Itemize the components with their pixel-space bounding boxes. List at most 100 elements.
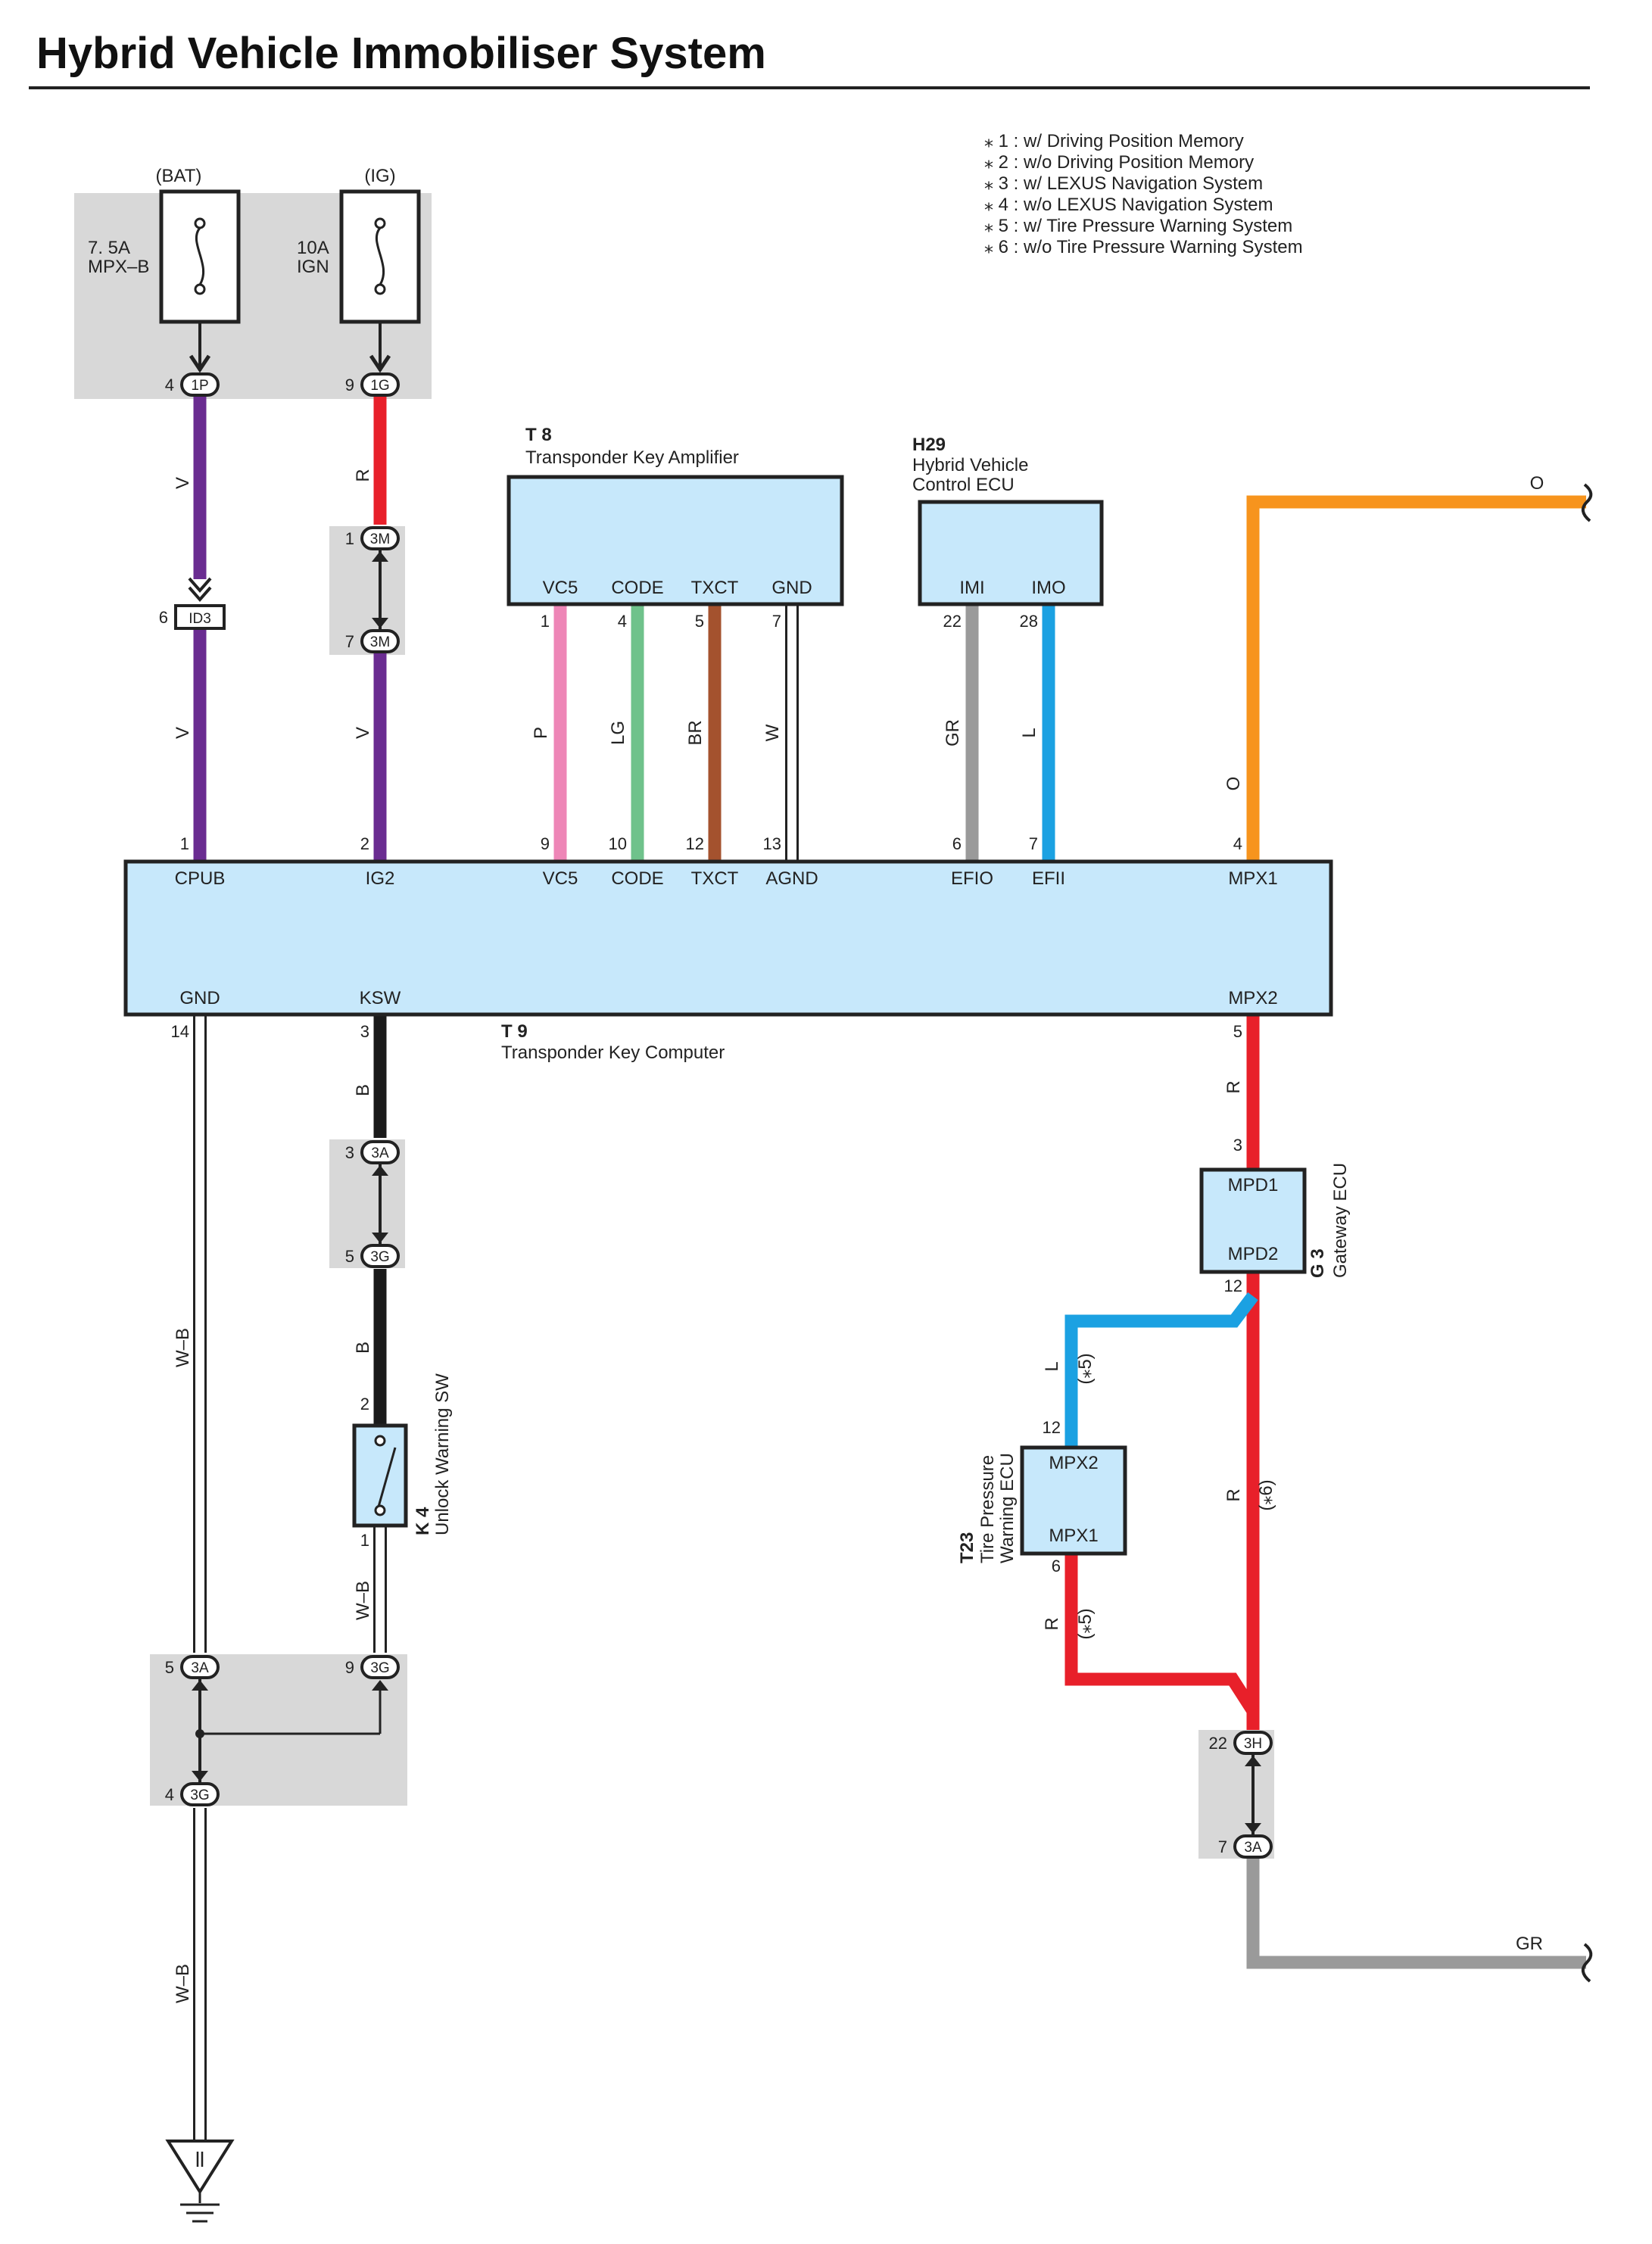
- svg-text:12: 12: [686, 834, 704, 853]
- g3-pin-mpd1: MPD1: [1228, 1175, 1279, 1195]
- t23-name-1: Tire Pressure: [977, 1455, 998, 1563]
- svg-text:1: 1: [360, 1531, 369, 1550]
- connector-3h: 3H: [1233, 1731, 1273, 1755]
- svg-text:5: 5: [1233, 1022, 1242, 1041]
- svg-text:5: 5: [345, 1247, 354, 1266]
- svg-text:3M: 3M: [370, 531, 390, 547]
- t9-pin-ig2: IG2: [366, 868, 395, 889]
- svg-text:BR: BR: [685, 720, 706, 745]
- fuse-ign-rating: 10A: [297, 238, 329, 258]
- svg-text:4: 4: [1233, 834, 1242, 853]
- k4-unlock-warning-switch: [352, 1423, 408, 1528]
- svg-text:3H: 3H: [1244, 1736, 1262, 1752]
- t8-pin-vc5: VC5: [543, 578, 578, 598]
- h29-name-2: Control ECU: [912, 475, 1015, 495]
- svg-text:10: 10: [609, 834, 627, 853]
- svg-text:22: 22: [943, 612, 962, 631]
- svg-text:ID3: ID3: [189, 611, 211, 627]
- junction-ksw-arrows: [372, 1163, 388, 1245]
- fuse-ign-name: IGN: [297, 257, 329, 277]
- svg-text:5: 5: [165, 1658, 174, 1677]
- svg-text:(⁎5): (⁎5): [1075, 1353, 1096, 1384]
- svg-text:14: 14: [171, 1022, 189, 1041]
- fuse-mpxb: [159, 189, 241, 324]
- svg-text:9: 9: [345, 1658, 354, 1677]
- svg-text:P: P: [531, 727, 551, 739]
- svg-text:6: 6: [952, 834, 962, 853]
- t8-transponder-key-amplifier: [507, 475, 844, 606]
- svg-text:W–B: W–B: [173, 1328, 193, 1367]
- svg-text:3G: 3G: [370, 1249, 389, 1265]
- t23-name-2: Warning ECU: [997, 1453, 1018, 1563]
- t9-name: Transponder Key Computer: [501, 1043, 725, 1063]
- page-title: Hybrid Vehicle Immobiliser System: [36, 29, 766, 78]
- k4-code: K 4: [413, 1507, 433, 1535]
- svg-text:12: 12: [1043, 1418, 1061, 1437]
- wire-break-gr: [1581, 1943, 1593, 1983]
- svg-text:6: 6: [1052, 1557, 1061, 1575]
- svg-text:L: L: [1042, 1361, 1062, 1371]
- svg-text:4: 4: [165, 376, 174, 394]
- junction-ground-bg: [150, 1654, 407, 1806]
- svg-text:W: W: [762, 724, 783, 741]
- fuse-mpxb-rating: 7. 5A: [88, 238, 130, 258]
- id3-arrow: [188, 577, 212, 603]
- h29-code: H29: [912, 435, 946, 455]
- connector-1p: 1P: [180, 372, 220, 397]
- connector-3g-ground-bottom: 3G: [180, 1782, 220, 1806]
- wire-break-o: [1581, 483, 1593, 522]
- svg-text:1: 1: [345, 529, 354, 548]
- svg-text:2: 2: [360, 1395, 369, 1413]
- svg-text:12: 12: [1224, 1276, 1242, 1295]
- t8-pin-code: CODE: [611, 578, 663, 598]
- t9-code: T 9: [501, 1021, 528, 1042]
- svg-text:R: R: [1042, 1617, 1062, 1630]
- svg-text:3: 3: [360, 1022, 369, 1041]
- connector-3g-ground-right: 3G: [360, 1655, 400, 1679]
- t9-pin-ksw: KSW: [360, 988, 401, 1008]
- svg-text:GR: GR: [1516, 1934, 1543, 1954]
- svg-text:6: 6: [159, 608, 168, 627]
- t9-pin-efii: EFII: [1032, 868, 1065, 889]
- svg-text:3M: 3M: [370, 634, 390, 650]
- t9-pin-gnd: GND: [179, 988, 220, 1008]
- junction-3m-arrows: [372, 549, 388, 631]
- t9-pin-code: CODE: [611, 868, 663, 889]
- note-3: ⁎ 3 : w/ LEXUS Navigation System: [984, 173, 1263, 194]
- svg-text:13: 13: [763, 834, 781, 853]
- svg-text:3G: 3G: [370, 1660, 389, 1676]
- svg-text:O: O: [1530, 473, 1544, 494]
- svg-text:7: 7: [345, 632, 354, 651]
- wire-gr-out: [1246, 1859, 1586, 1969]
- t9-pin-mpx1: MPX1: [1228, 868, 1277, 889]
- g3-pin-mpd2: MPD2: [1228, 1244, 1279, 1264]
- t23-pin-mpx2: MPX2: [1049, 1453, 1098, 1473]
- svg-text:R: R: [1223, 1080, 1244, 1093]
- connector-1g: 1G: [360, 372, 400, 397]
- arrow-1g: [369, 354, 391, 373]
- h29-hybrid-vehicle-ecu: [918, 500, 1104, 606]
- t9-pin-mpx2: MPX2: [1228, 988, 1277, 1008]
- svg-text:7: 7: [1029, 834, 1038, 853]
- h29-name-1: Hybrid Vehicle: [912, 455, 1028, 475]
- svg-text:3: 3: [1233, 1136, 1242, 1155]
- svg-text:GR: GR: [943, 719, 963, 746]
- t8-pin-gnd: GND: [771, 578, 812, 598]
- wire-color-labels: V R V V P LG BR W GR L O O B B W–B W–B W…: [173, 469, 1544, 2003]
- svg-text:(⁎5): (⁎5): [1075, 1608, 1096, 1639]
- svg-text:3A: 3A: [371, 1145, 389, 1161]
- svg-text:1G: 1G: [370, 378, 389, 394]
- h29-pin-imi: IMI: [959, 578, 984, 598]
- connector-id3: ID3: [174, 604, 226, 630]
- g3-name: Gateway ECU: [1330, 1163, 1351, 1278]
- svg-text:1: 1: [180, 834, 189, 853]
- svg-text:W–B: W–B: [173, 1964, 193, 2003]
- connector-3a-gr: 3A: [1233, 1834, 1273, 1859]
- svg-text:L: L: [1019, 728, 1040, 737]
- svg-text:7: 7: [1218, 1837, 1227, 1856]
- arrow-1p: [189, 354, 211, 373]
- svg-text:1P: 1P: [191, 378, 208, 394]
- svg-text:3A: 3A: [1244, 1840, 1262, 1856]
